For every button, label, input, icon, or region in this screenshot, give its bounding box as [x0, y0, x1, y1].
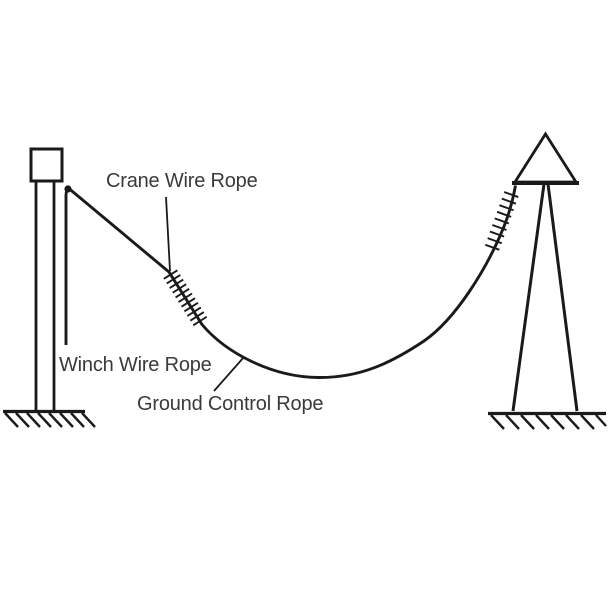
winch-mast	[29, 147, 64, 411]
pulley-dot	[64, 185, 72, 193]
winch-wire-rope-label: Winch Wire Rope	[59, 354, 212, 376]
right-ground-hatching	[490, 414, 607, 430]
crane-label-leader-line	[165, 196, 171, 272]
tower-rope-splice-hatching	[484, 191, 519, 251]
tower	[511, 131, 579, 412]
ground-control-rope-label: Ground Control Rope	[137, 393, 323, 415]
left-ground	[3, 409, 96, 428]
tower-leg-left	[511, 183, 546, 412]
crane-rope-splice-hatching	[163, 269, 208, 327]
left-ground-hatching	[4, 412, 96, 428]
mast-cap-square	[29, 147, 64, 183]
tower-head-triangle	[512, 131, 579, 184]
rope-path	[64, 185, 517, 379]
crane-wire-rope-label: Crane Wire Rope	[106, 170, 258, 192]
ground-label-leader-line	[213, 356, 245, 392]
right-ground	[488, 411, 607, 430]
tower-leg-right	[546, 183, 579, 412]
